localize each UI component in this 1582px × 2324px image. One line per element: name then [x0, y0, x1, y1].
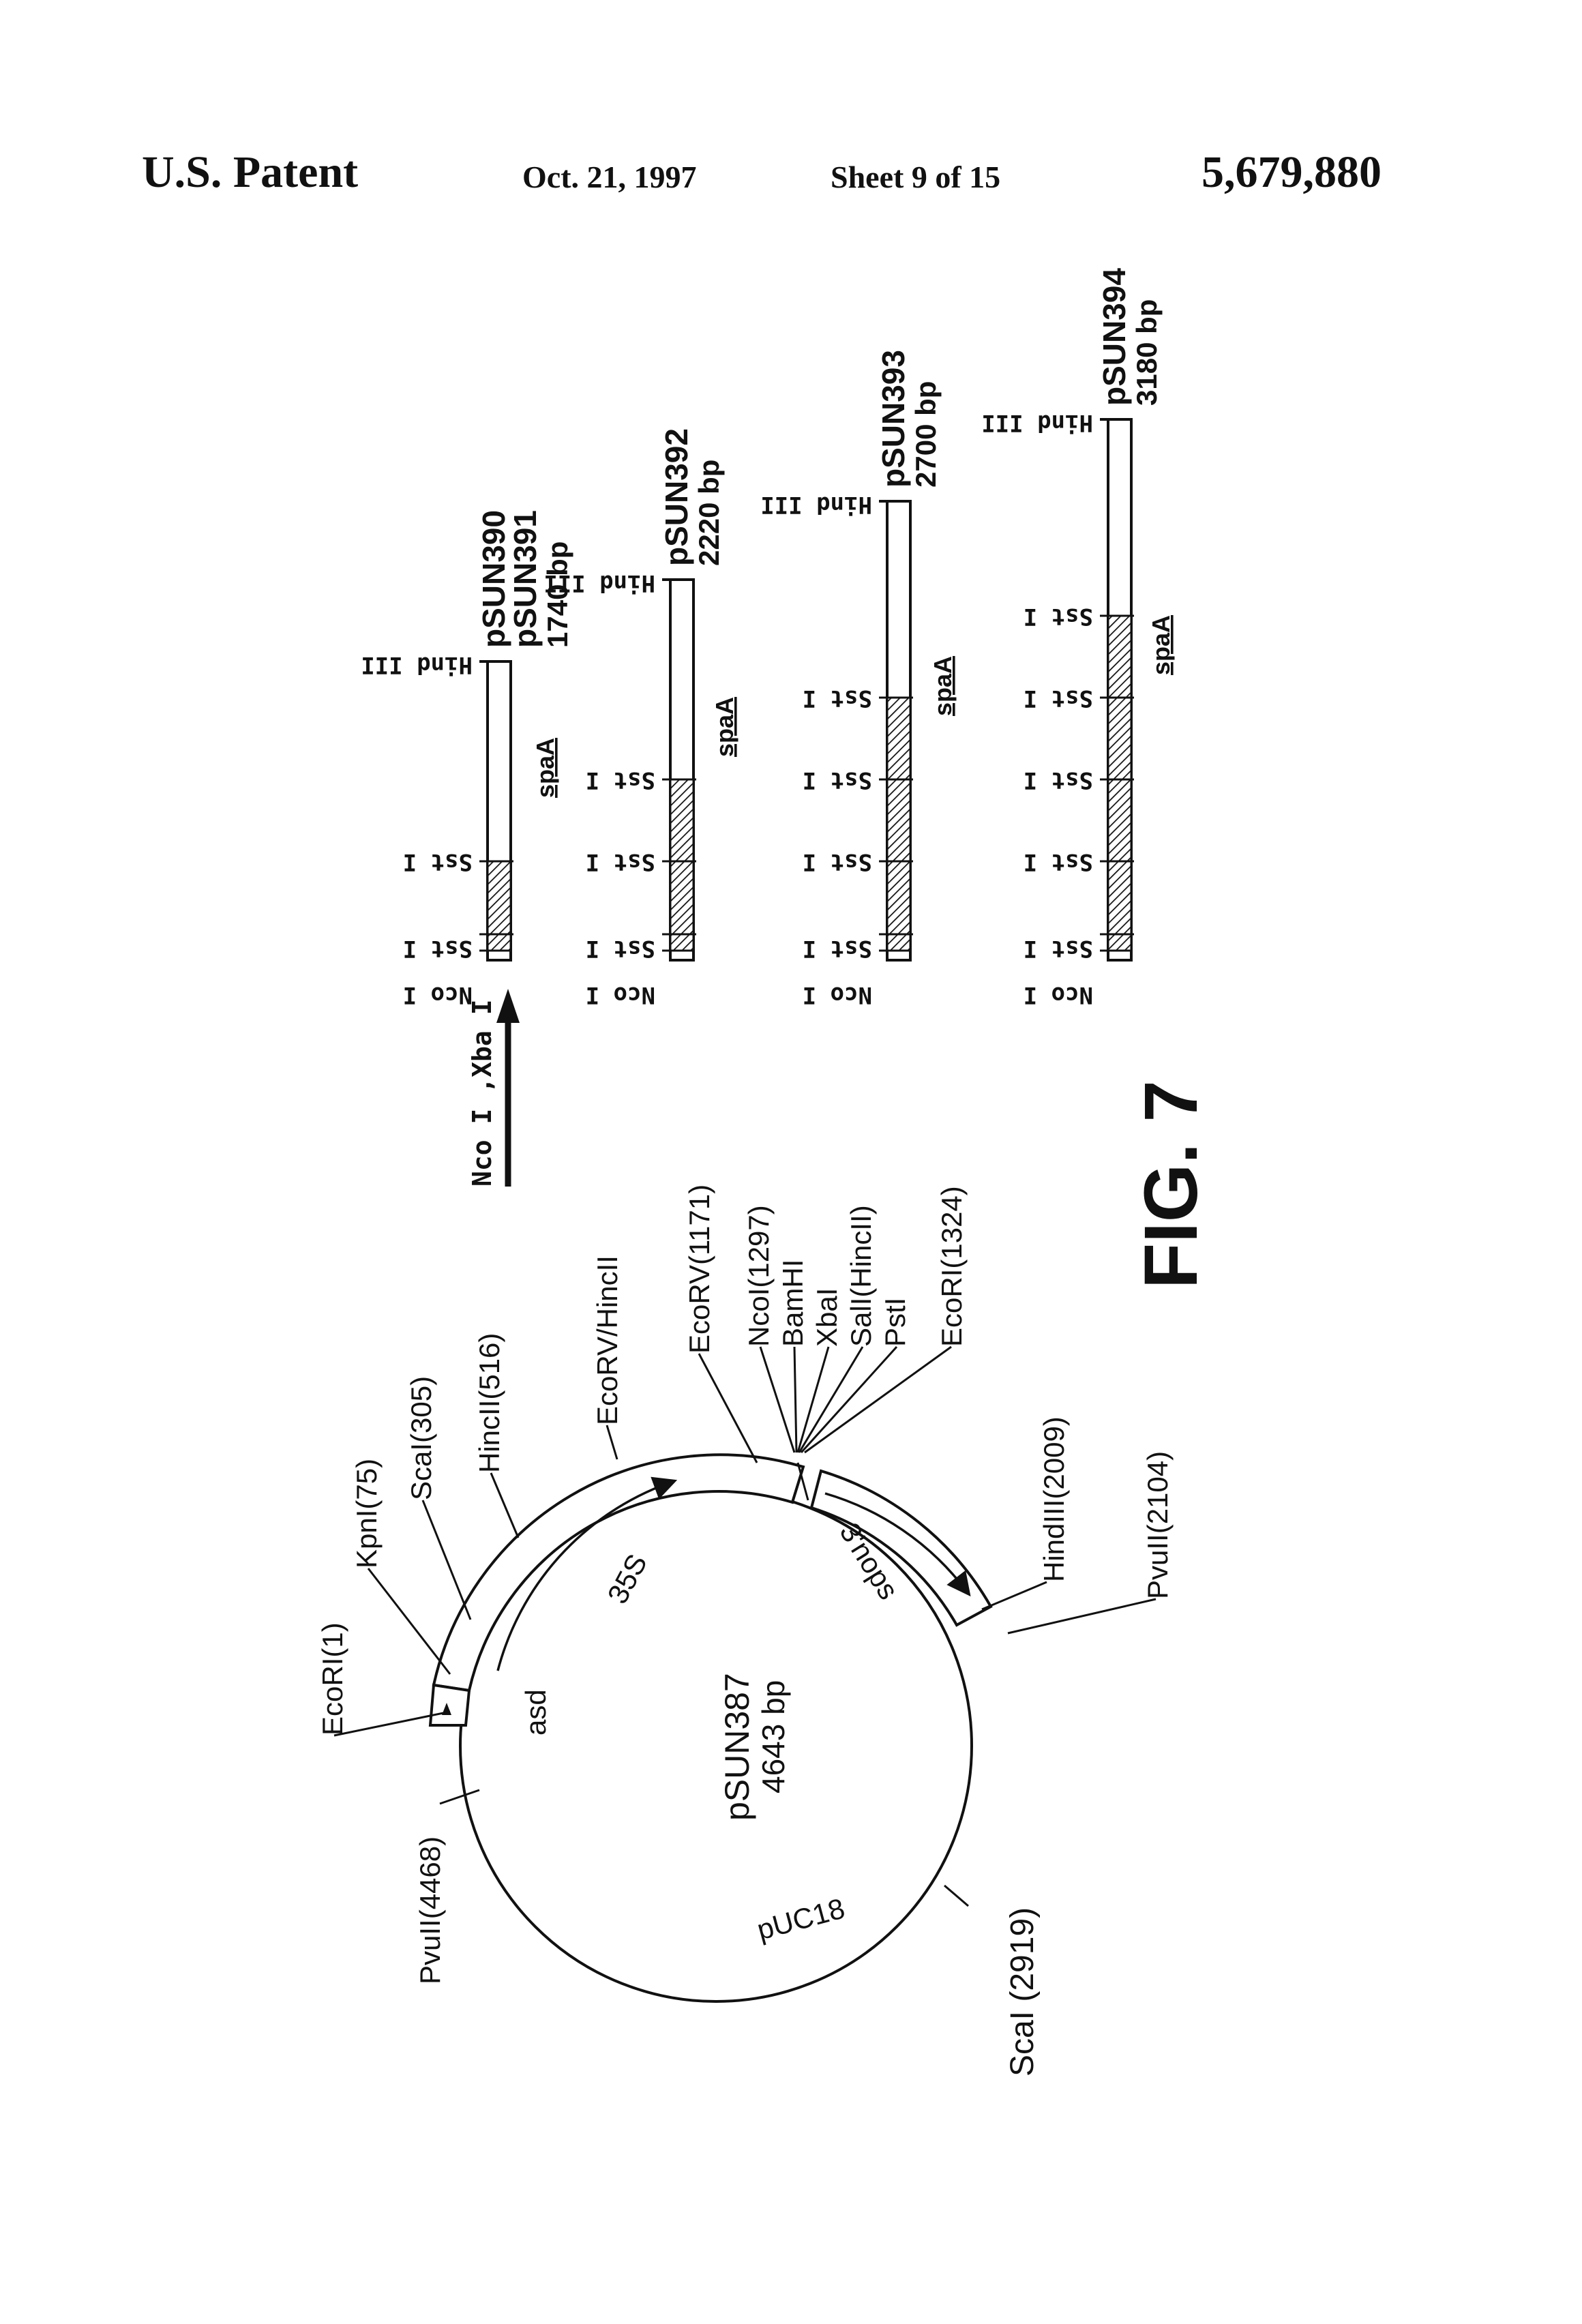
plasmid-size: 4643 bp: [756, 1680, 791, 1793]
spaa-hatched-region: [670, 779, 693, 951]
sst-site-label: Sst I: [1024, 766, 1093, 794]
site-label-hindiii2009: HindIII(2009): [1038, 1416, 1070, 1582]
site-label-ecori1: EcoRI(1): [316, 1622, 348, 1735]
site-label-scai2919: ScaI (2919): [1004, 1907, 1041, 2076]
nco-site-label: Nco I: [586, 981, 655, 1009]
construct-3: Nco I Sst I Sst I Sst I Sst I Hind III spaA pSU…: [760, 350, 957, 1009]
construct-name: pSUN393: [876, 350, 911, 488]
plasmid-name: pSUN387: [718, 1673, 756, 1821]
construct-size: 2700 bp: [910, 381, 942, 488]
region-35s: 35S: [601, 1549, 653, 1609]
sst-site-label: Sst I: [803, 935, 872, 962]
cloning-arrow-label: Nco I ,Xba I: [467, 999, 497, 1187]
site-line-hindiii: [982, 1582, 1047, 1609]
construct-1: Nco I Sst I Sst I Hind III spaA pSUN390pSUN39…: [361, 510, 573, 1009]
site-line-mcs-5: [799, 1347, 863, 1452]
site-line-mcs-1: [699, 1354, 757, 1463]
site-line-mcs-7: [805, 1347, 951, 1452]
sst-site-label: Sst I: [1024, 603, 1093, 630]
construct-name: pSUN391: [507, 510, 543, 648]
sst-site-label: Sst I: [403, 935, 473, 962]
site-line-ecorv-hincii: [607, 1425, 617, 1459]
site-line-pvuii2104: [1008, 1599, 1156, 1633]
site-label-bamhi: BamHI: [777, 1260, 809, 1347]
spaa-hatched-region: [488, 861, 511, 951]
sst-site-label: Sst I: [586, 766, 655, 794]
construct-size: 3180 bp: [1131, 299, 1163, 406]
construct-2: Nco I Sst I Sst I Sst I Hind III spaA pSUN3922…: [543, 428, 738, 1009]
spaa-hatched-region: [887, 698, 910, 951]
construct-name: pSUN394: [1096, 268, 1132, 406]
construct-name: pSUN390: [476, 510, 511, 648]
site-line-scai2919: [944, 1886, 968, 1906]
sst-site-label: Sst I: [586, 848, 655, 876]
site-line-mcs-6: [801, 1347, 897, 1452]
plasmid-band-3nops: [811, 1471, 991, 1625]
site-line-kpni: [368, 1568, 450, 1674]
sst-site-label: Sst I: [803, 848, 872, 876]
site-line-hincii516: [491, 1473, 518, 1538]
plasmid-labels: pSUN387 4643 bp asd 35S 3'nops pUC18 Eco…: [316, 1185, 1174, 2076]
sst-site-label: Sst I: [1024, 685, 1093, 712]
region-asd: asd: [520, 1689, 552, 1735]
sst-site-label: Sst I: [803, 766, 872, 794]
gene-label-spaa: spaA: [711, 697, 738, 757]
gene-label-spaa: spaA: [1147, 615, 1175, 675]
figure-label: FIG. 7: [1129, 1080, 1213, 1289]
nco-site-label: Nco I: [403, 981, 473, 1009]
gene-label-spaa: spaA: [531, 738, 559, 798]
site-label-ecorv-hincii: EcoRV/HincII: [591, 1255, 623, 1425]
site-label-psti: PstI: [879, 1298, 911, 1347]
site-label-hincii516: HincII(516): [473, 1333, 505, 1473]
hind-site-label: Hind III: [760, 491, 872, 518]
site-label-scai305: ScaI(305): [405, 1376, 437, 1500]
construct-name: pSUN392: [659, 428, 694, 566]
site-label-xbai: XbaI: [811, 1288, 843, 1347]
asd-marker-box: [430, 1685, 469, 1725]
site-line-pvuii4468: [440, 1790, 479, 1804]
cloning-arrow-head: [496, 989, 520, 1023]
site-line-scai305: [423, 1500, 471, 1620]
hind-site-label: Hind III: [361, 651, 473, 679]
nco-site-label: Nco I: [1024, 981, 1093, 1009]
sst-site-label: Sst I: [403, 848, 473, 876]
construct-size: 2220 bp: [693, 460, 725, 566]
site-line-mcs-2: [760, 1347, 794, 1452]
hind-site-label: Hind III: [543, 569, 655, 597]
site-label-ecori1324: EcoRI(1324): [936, 1186, 968, 1347]
construct-4: Nco I Sst I Sst I Sst I Sst I Sst I Hind III sp…: [981, 268, 1175, 1009]
site-label-ecorv1171: EcoRV(1171): [683, 1185, 715, 1354]
site-label-sali-hincii: SalI(HincII): [845, 1205, 877, 1347]
region-puc18: pUC18: [753, 1892, 848, 1946]
sst-site-label: Sst I: [586, 935, 655, 962]
gene-label-spaa: spaA: [929, 656, 957, 716]
hind-site-label: Hind III: [981, 409, 1093, 436]
spaa-hatched-region: [1108, 616, 1131, 951]
sst-site-label: Sst I: [1024, 848, 1093, 876]
construct-maps: Nco ISst ISst IHind IIIspaApSUN390pSUN39…: [361, 268, 1175, 1009]
site-label-pvuii4468: PvuII(4468): [414, 1836, 446, 1984]
sst-site-label: Sst I: [803, 685, 872, 712]
site-line-mcs-3: [794, 1347, 796, 1452]
site-label-kpni75: KpnI(75): [350, 1459, 383, 1568]
sst-site-label: Sst I: [1024, 935, 1093, 962]
nco-site-label: Nco I: [803, 981, 872, 1009]
site-line-mcs-4: [798, 1347, 829, 1452]
cloning-arrow: Nco I ,Xba I: [467, 989, 520, 1187]
site-label-pvuii2104: PvuII(2104): [1141, 1451, 1174, 1599]
site-label-ncoi1297: NcoI(1297): [743, 1205, 775, 1347]
